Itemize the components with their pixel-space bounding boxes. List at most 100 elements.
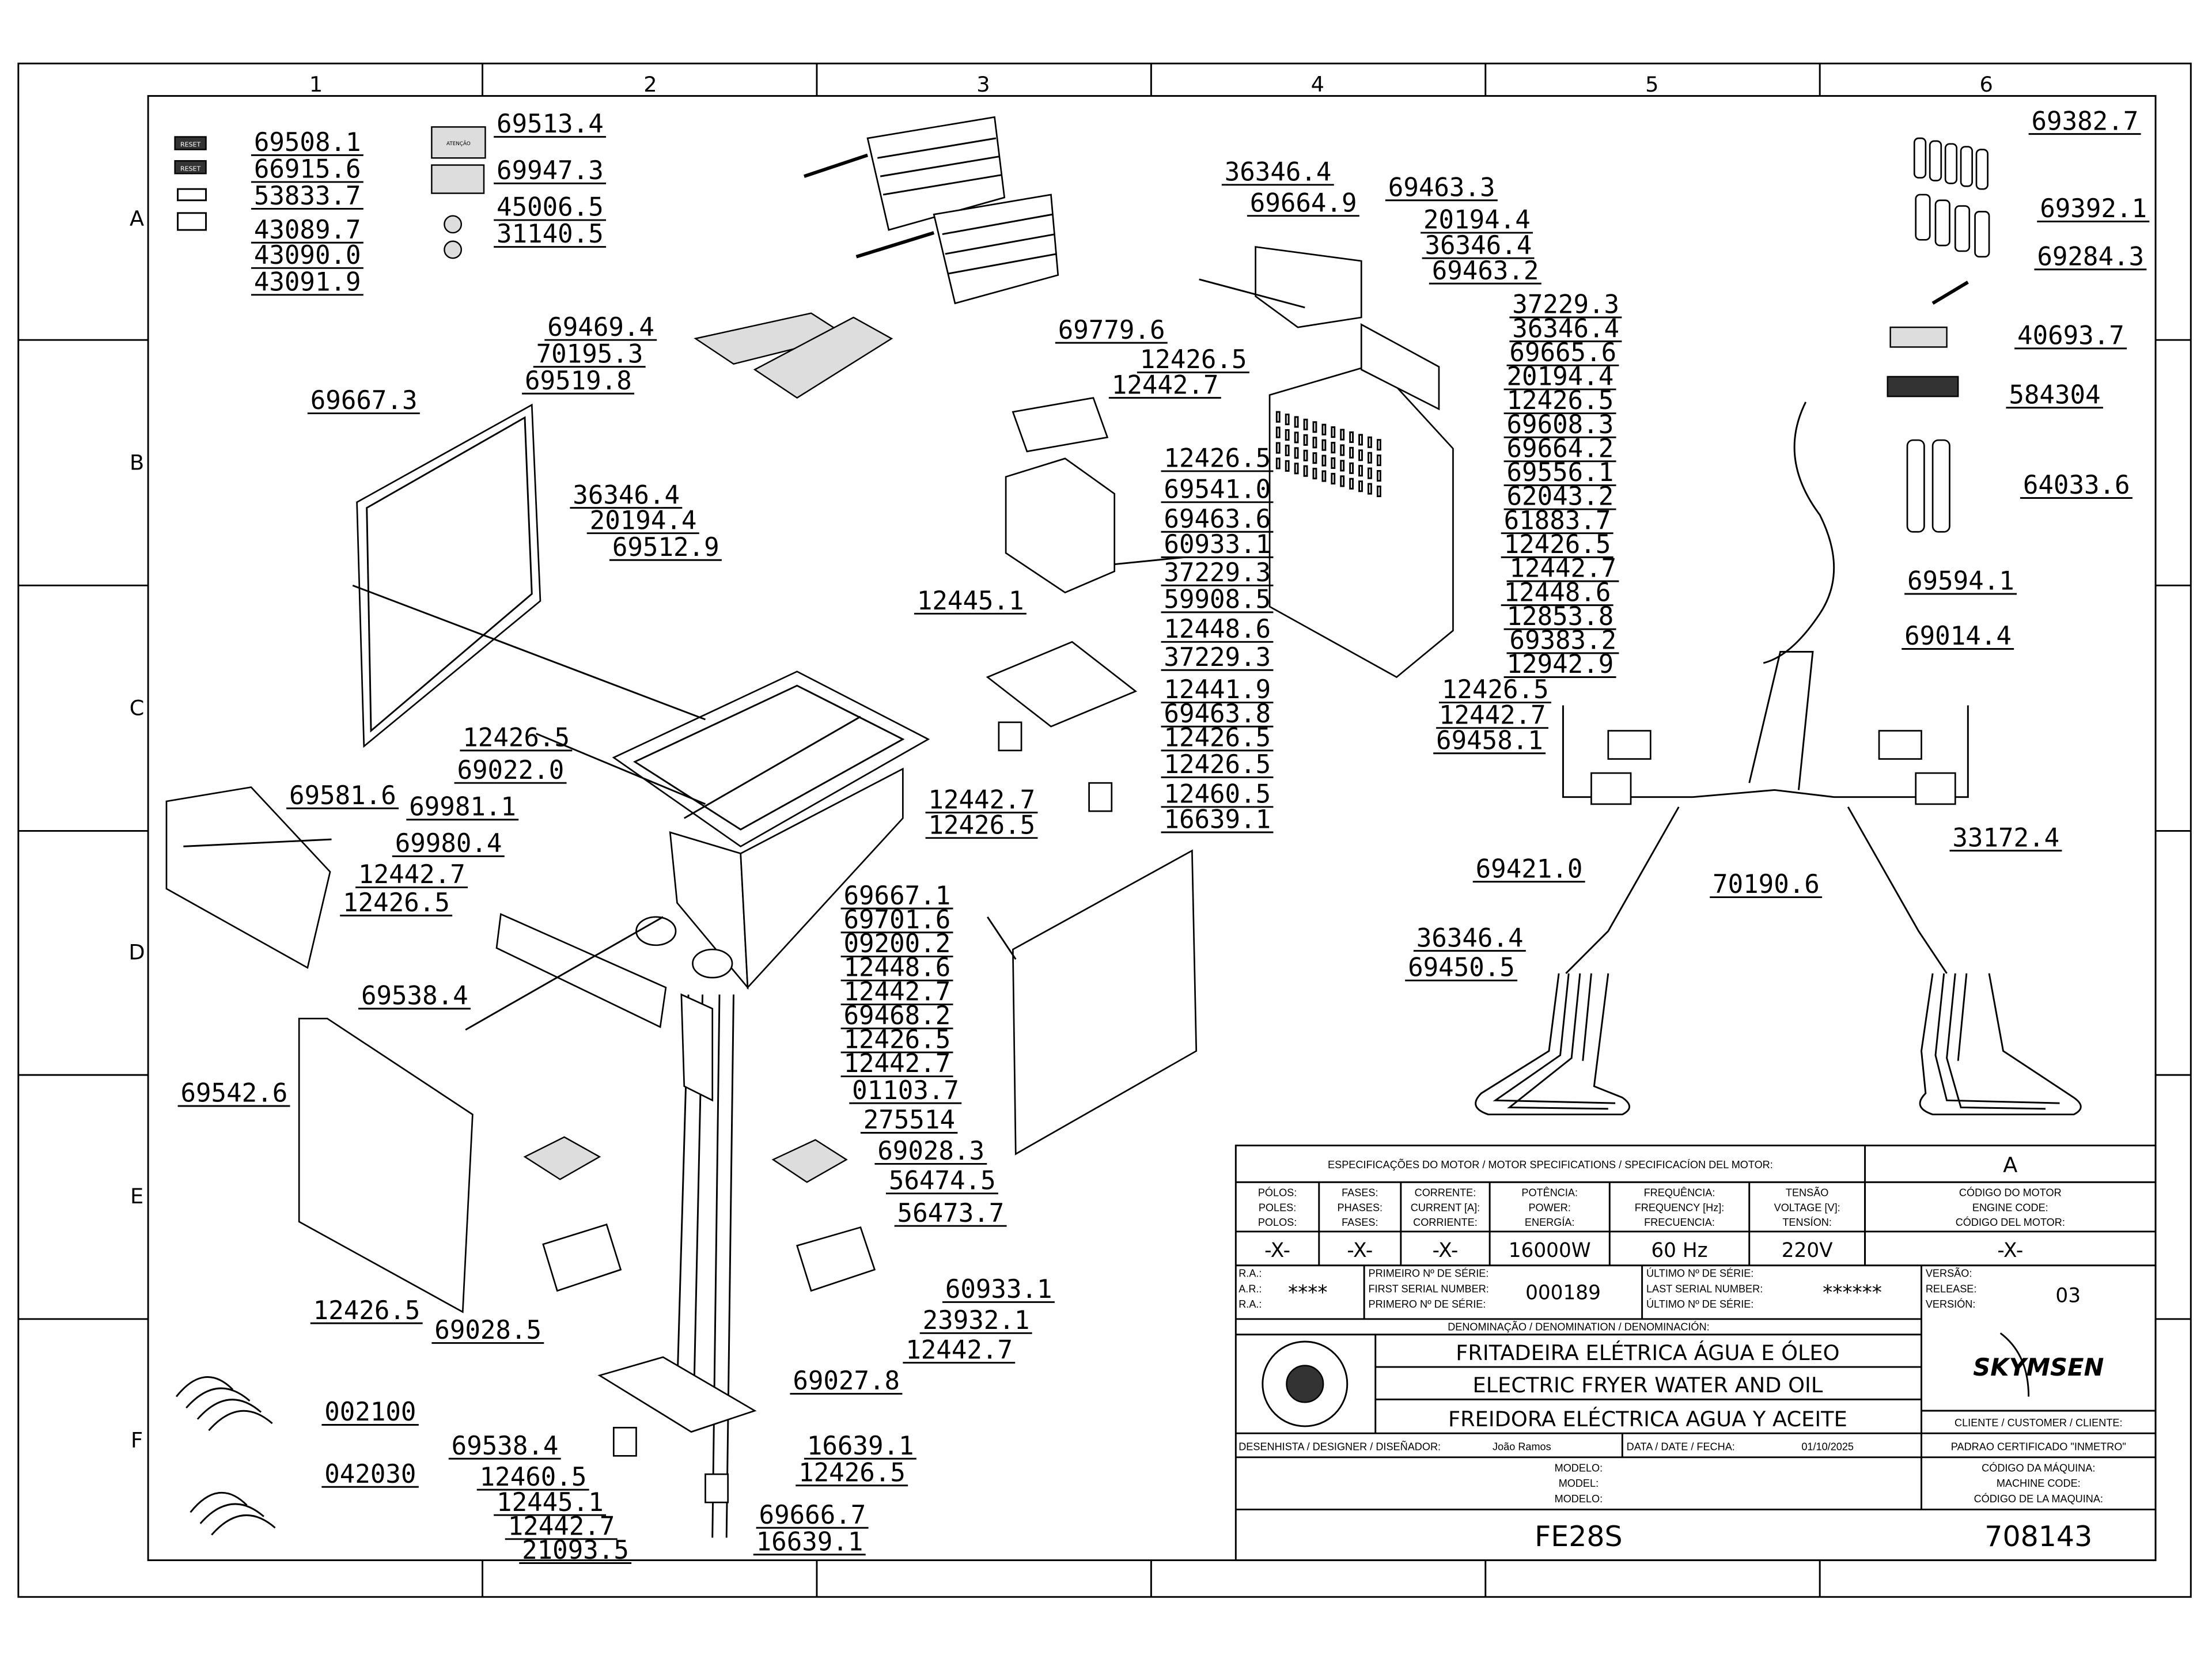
part-number-label: 69382.7	[2032, 107, 2139, 136]
part-callout: 275514	[860, 1105, 958, 1135]
leader-lines	[183, 556, 1185, 1031]
basket-support-grid	[753, 316, 893, 399]
model-label: MODELO:	[1555, 1462, 1603, 1474]
part-callout: 12426.5	[1501, 530, 1613, 559]
spec-label: ENERGÍA:	[1525, 1217, 1575, 1228]
part-number-label: 584304	[2009, 380, 2100, 410]
part-callout: 69779.6	[1055, 316, 1168, 345]
part-callout: 12426.5	[925, 810, 1038, 840]
part-number-label: 69463.2	[1432, 256, 1539, 286]
part-callout: 56473.7	[894, 1199, 1007, 1228]
part-number-label: 12445.1	[497, 1488, 604, 1517]
sticker-group: RESET RESET ATENÇÃO	[174, 126, 486, 259]
spec-label: POLOS:	[1258, 1217, 1297, 1228]
machine-code-label: CÓDIGO DA MÁQUINA:	[1982, 1461, 2095, 1474]
part-number-label: 36346.4	[573, 480, 680, 510]
part-number-label: 69028.5	[434, 1316, 541, 1345]
part-number-label: 01103.7	[852, 1076, 959, 1105]
denomination-header: DENOMINAÇÃO / DENOMINATION / DENOMINACIÓ…	[1448, 1320, 1709, 1332]
equipotential-symbol-icon	[444, 215, 463, 234]
ground-symbol-icon	[444, 240, 463, 259]
spec-label: POLES:	[1259, 1202, 1296, 1213]
grid-row-label: A	[130, 206, 144, 231]
spec-label: PÓLOS:	[1258, 1187, 1297, 1199]
part-callout: 23932.1	[919, 1306, 1032, 1335]
part-callout: 69450.5	[1405, 953, 1518, 983]
spec-label: POWER:	[1528, 1202, 1570, 1213]
part-number-label: 12426.5	[1504, 530, 1611, 559]
part-callout: 12442.7	[1506, 554, 1619, 584]
grid-column-label: 5	[1645, 72, 1658, 97]
part-number-label: 12448.6	[1164, 615, 1271, 644]
part-number-label: 69513.4	[497, 109, 604, 139]
part-callout: 12441.9	[1161, 675, 1274, 704]
part-callout: 69513.4	[494, 109, 607, 139]
part-number-label: 12442.7	[358, 860, 465, 889]
part-callout: 12442.7	[840, 977, 953, 1006]
part-callout: 12442.7	[355, 860, 468, 889]
part-callout: 12426.5	[1161, 750, 1274, 779]
part-callout: 36346.4	[1509, 314, 1622, 343]
part-callout: 69542.6	[177, 1079, 290, 1108]
part-callout: 70195.3	[533, 339, 646, 369]
part-number-label: 12441.9	[1164, 675, 1271, 704]
support-bracket	[495, 912, 667, 1028]
part-number-label: 69014.4	[1904, 622, 2012, 651]
circuit-board-left	[523, 1136, 601, 1180]
part-callout: 69666.7	[756, 1501, 869, 1530]
part-number-label: 69028.3	[877, 1137, 984, 1166]
part-number-label: 69779.6	[1058, 316, 1165, 345]
first-serial-label: FIRST SERIAL NUMBER:	[1369, 1283, 1489, 1294]
designer-value: João Ramos	[1493, 1441, 1551, 1453]
part-callout: 09200.2	[840, 929, 953, 959]
part-number-label: 60933.1	[945, 1275, 1052, 1304]
part-number-label: 56473.7	[897, 1199, 1005, 1228]
part-number-label: 69581.6	[289, 781, 396, 810]
part-number-label: 69666.7	[759, 1501, 866, 1530]
electrical-box-left	[542, 1224, 622, 1292]
part-number-label: 69463.8	[1164, 699, 1271, 729]
part-number-label: 69664.2	[1507, 434, 1614, 463]
last-serial-value: ******	[1823, 1282, 1882, 1305]
part-number-label: 12426.5	[843, 1025, 950, 1055]
part-number-label: 69284.3	[2037, 242, 2144, 271]
circuit-board-right	[771, 1139, 848, 1183]
skymsen-logo: SKYMSEN	[1973, 1332, 2104, 1397]
release-value: 03	[2055, 1284, 2081, 1307]
part-callout: 12426.5	[1503, 386, 1616, 415]
part-callout: 37229.3	[1509, 290, 1622, 320]
part-number-label: 69508.1	[254, 128, 361, 157]
part-callout: 60933.1	[1161, 530, 1274, 559]
part-callout: 12460.5	[1161, 779, 1274, 809]
title-pt: FRITADEIRA ELÉTRICA ÁGUA E ÓLEO	[1456, 1340, 1839, 1365]
part-callout: 16639.1	[753, 1527, 866, 1556]
part-callout: 70190.6	[1710, 870, 1823, 899]
part-number-label: 36346.4	[1225, 157, 1332, 187]
part-callout: 43090.0	[251, 241, 363, 270]
table-sticker	[431, 164, 485, 194]
part-callout: 12426.5	[460, 724, 573, 753]
machine-code-label: CÓDIGO DE LA MAQUINA:	[1974, 1493, 2103, 1505]
title-es: FREIDORA ELÉCTRICA AGUA Y ACEITE	[1448, 1406, 1847, 1431]
part-callout: 69981.1	[406, 793, 519, 822]
grid-row-label: B	[130, 450, 144, 475]
part-number-label: 64033.6	[2023, 471, 2130, 500]
part-number-label: 43089.7	[254, 215, 361, 245]
spec-label: TENSÃO	[1786, 1187, 1828, 1199]
designer-label: DESENHISTA / DESIGNER / DISEÑADOR:	[1238, 1441, 1441, 1453]
grid-row-label: D	[128, 940, 145, 964]
grid-row-label: F	[131, 1428, 143, 1453]
part-number-label: 37229.3	[1512, 290, 1619, 320]
part-number-label: 69667.3	[310, 386, 418, 415]
lid	[1012, 397, 1109, 453]
label-sticker	[177, 188, 207, 202]
spec-label: ENGINE CODE:	[1972, 1202, 2048, 1213]
part-callout: 60933.1	[942, 1275, 1055, 1304]
part-number-label: 12448.6	[1504, 578, 1611, 607]
part-number-label: 69667.1	[843, 881, 950, 911]
part-callout: 64033.6	[2020, 471, 2133, 500]
reset-sticker-text: RESET	[180, 141, 201, 149]
base-plate	[597, 1356, 757, 1433]
